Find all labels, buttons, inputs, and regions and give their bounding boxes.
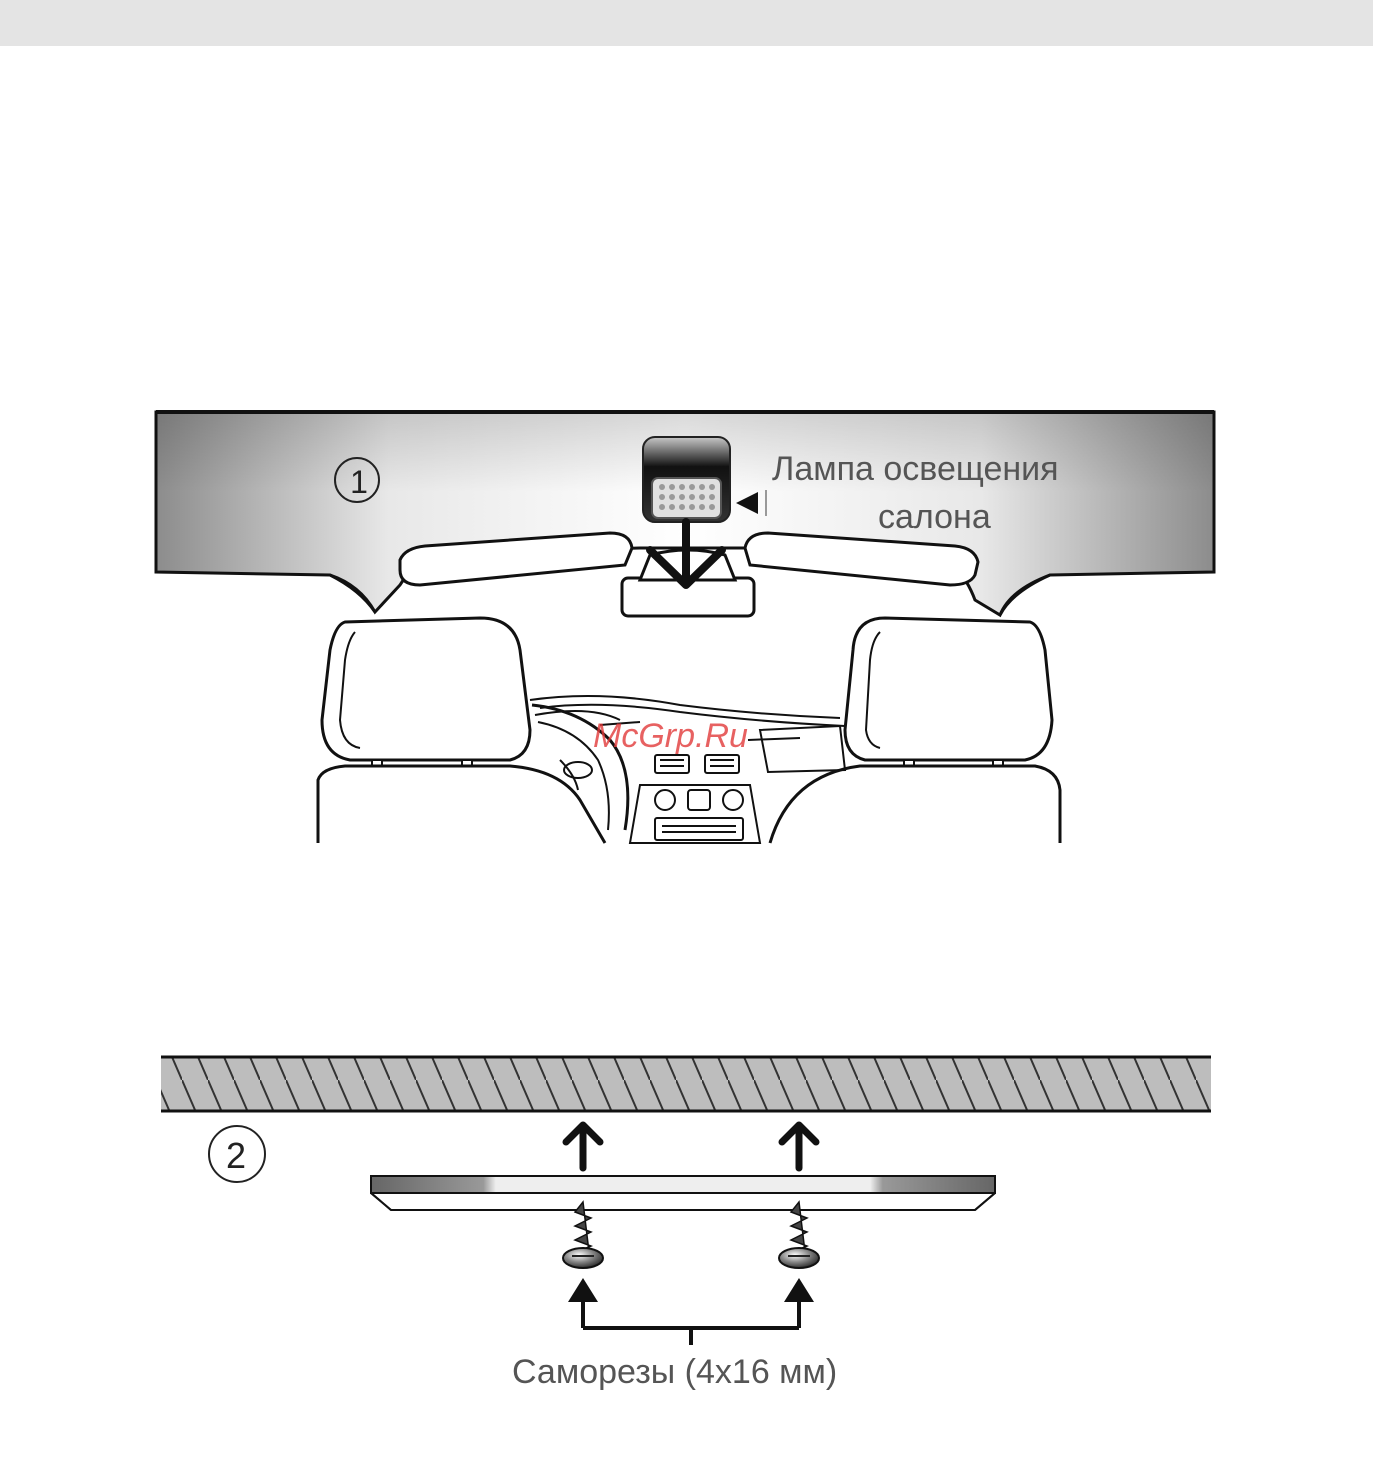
right-seat <box>770 766 1060 843</box>
lamp-label-line2: салона <box>878 500 991 534</box>
arrow-up-icon <box>782 1125 816 1168</box>
step-1-number: 1 <box>333 466 385 498</box>
screw-icon <box>779 1202 819 1268</box>
screw-icon <box>563 1202 603 1268</box>
screw-callout-bracket <box>583 1298 799 1345</box>
arrow-up-icon <box>568 1278 598 1302</box>
figure-2-mounting <box>161 1057 1211 1345</box>
arrow-up-icon <box>784 1278 814 1302</box>
interior-lamp-icon <box>643 437 730 522</box>
step-2-number: 2 <box>210 1138 262 1174</box>
screws-label: Саморезы (4x16 мм) <box>512 1355 837 1389</box>
arrow-up-icon <box>566 1125 600 1168</box>
lamp-label-line1: Лампа освещения <box>772 452 1059 486</box>
left-headrest <box>322 618 530 760</box>
hatched-ceiling-surface <box>161 1057 1211 1111</box>
mounting-strip <box>371 1176 995 1210</box>
watermark-text: McGrp.Ru <box>593 719 748 753</box>
left-seat <box>318 766 605 843</box>
